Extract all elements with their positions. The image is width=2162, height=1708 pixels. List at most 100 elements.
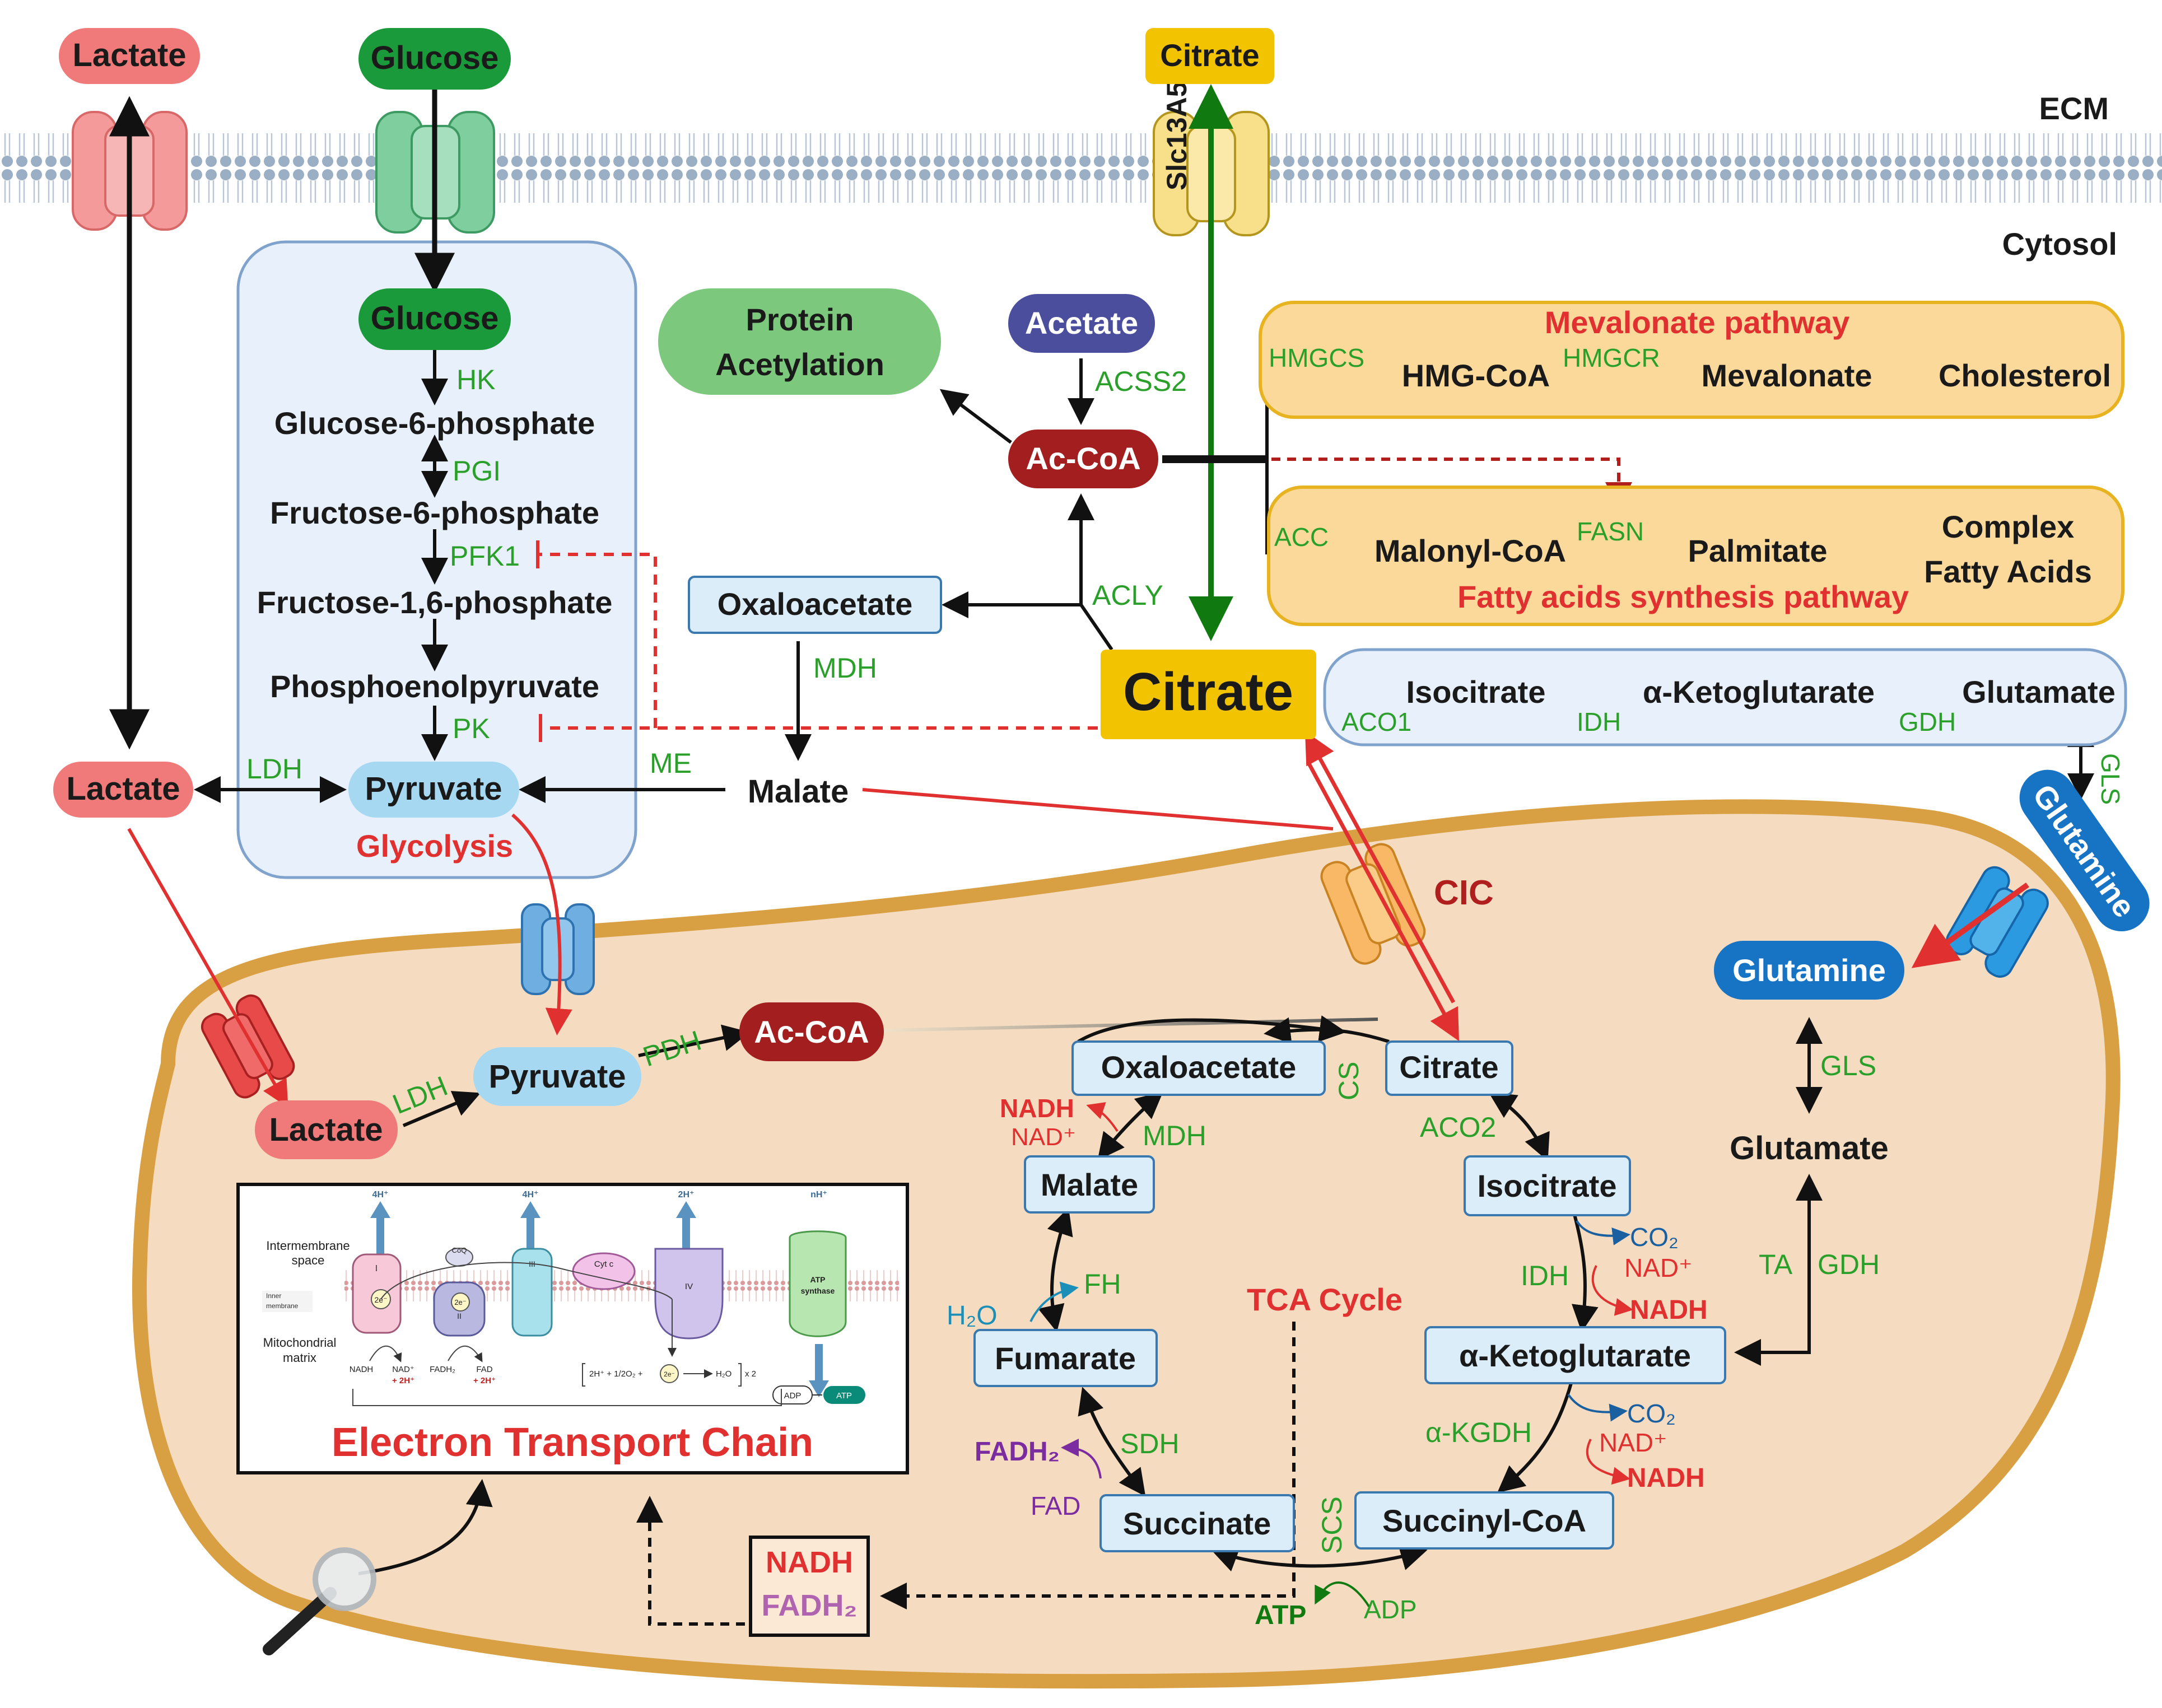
mevalonate-pathway-box: Mevalonate pathway [1259,301,2124,419]
svg-text:Pyruvate: Pyruvate [365,771,502,807]
glutamate-mito-label: Glutamate [1730,1130,1889,1166]
cic-label: CIC [1434,874,1494,912]
svg-text:Succinyl-CoA: Succinyl-CoA [1382,1503,1586,1538]
pyruvate-cytosol-node: Pyruvate [348,762,519,818]
svg-text:FADH₂: FADH₂ [762,1589,858,1622]
slc13a5-label: Slc13A5 [1161,81,1192,190]
pyruvate-mito-node: Pyruvate [473,1047,641,1106]
protein-acetylation-node: Protein Acetylation [658,288,941,395]
svg-text:Acetylation: Acetylation [715,347,884,382]
atp-label: ATP [1255,1600,1306,1630]
mito-lactate-transporter [201,994,295,1099]
nad-2-label: NAD⁺ [1599,1428,1667,1457]
malonylcoa-label: Malonyl-CoA [1374,533,1566,568]
sdh-label: SDH [1120,1428,1180,1459]
svg-text:Ac-CoA: Ac-CoA [1026,441,1140,476]
succinylcoa-node: Succinyl-CoA [1354,1491,1614,1550]
idh-mito-label: IDH [1521,1260,1569,1291]
mpc-transporter [521,903,595,995]
svg-text:H₂O: H₂O [716,1369,731,1379]
svg-text:2H⁺ + 1/2O₂ +: 2H⁺ + 1/2O₂ + [589,1369,643,1379]
complex-fa-label-1: Complex [1942,509,2075,544]
svg-text:Intermembrane: Intermembrane [266,1239,350,1253]
svg-text:2H⁺: 2H⁺ [678,1190,695,1200]
svg-text:Oxaloacetate: Oxaloacetate [717,586,913,622]
mdh-cytosol-label: MDH [813,652,877,684]
svg-text:ADP: ADP [784,1391,802,1401]
nadh-fadh2-box: NADH FADH₂ [749,1536,870,1637]
ecm-label: ECM [2039,91,2109,126]
glutamate-cytosol-label: Glutamate [1962,674,2116,710]
svg-text:4H⁺: 4H⁺ [523,1190,539,1200]
svg-text:Protein: Protein [746,302,854,337]
svg-text:NADH: NADH [350,1365,374,1374]
tca-cycle-label: TCA Cycle [1247,1282,1402,1317]
svg-text:FAD: FAD [476,1365,492,1374]
isocitrate-cytosol-label: Isocitrate [1406,674,1546,710]
hmgcr-label: HMGCR [1563,343,1660,372]
svg-text:Lactate: Lactate [66,771,180,807]
fatty-acid-pathway-box: Fatty acids synthesis pathway [1267,486,2124,626]
malate-cytosol-label: Malate [748,773,849,810]
nadh-1-label: NADH [1630,1295,1708,1325]
cytosolic-isocitrate-box [1323,648,2127,746]
succinate-node: Succinate [1099,1494,1295,1552]
svg-text:Pyruvate: Pyruvate [488,1058,626,1095]
svg-text:FADH₂: FADH₂ [430,1365,455,1374]
gdh-cytosol-label: GDH [1899,707,1956,736]
co2-1-label: CO₂ [1630,1222,1679,1252]
glucose-ecm-node: Glucose [358,28,511,90]
svg-text:Malate: Malate [1041,1167,1138,1202]
isocitrate-mito-node: Isocitrate [1464,1155,1631,1216]
nadh-mdh-label: NADH [1000,1094,1074,1123]
svg-text:Glucose: Glucose [371,40,499,76]
svg-text:Succinate: Succinate [1123,1506,1271,1541]
pgi-label: PGI [453,455,501,487]
svg-text:Glutamine: Glutamine [1732,953,1886,988]
svg-text:CoQ: CoQ [452,1246,467,1254]
ta-label: TA [1759,1249,1793,1280]
glucose-cytosol-node: Glucose [358,288,511,350]
acetate-node: Acetate [1008,294,1155,353]
svg-text:IV: IV [685,1282,693,1291]
svg-text:x 2: x 2 [745,1369,756,1379]
pfk1-label: PFK1 [450,540,520,572]
acss2-label: ACSS2 [1095,366,1187,397]
ldh-cytosol-label: LDH [246,753,302,785]
svg-text:Citrate: Citrate [1399,1049,1498,1085]
svg-text:Fumarate: Fumarate [995,1341,1136,1376]
svg-text:Inner: Inner [266,1292,281,1300]
svg-text:matrix: matrix [283,1351,316,1365]
gls-mito-label: GLS [1820,1050,1876,1081]
cs-label: CS [1333,1062,1364,1100]
gdh-mito-label: GDH [1818,1249,1880,1280]
svg-text:membrane: membrane [266,1302,299,1310]
glycolysis-label: Glycolysis [356,828,513,864]
fumarate-node: Fumarate [973,1329,1158,1387]
idh-cytosol-label: IDH [1577,707,1621,736]
lactate-mito-node: Lactate [255,1100,398,1159]
svg-text:Lactate: Lactate [72,37,186,73]
mdh-mito-label: MDH [1143,1120,1206,1151]
svg-text:NADH: NADH [766,1546,853,1579]
akg-mito-node: α-Ketoglutarate [1424,1326,1726,1384]
citrate-ecm-node: Citrate [1145,28,1274,84]
svg-text:+ 2H⁺: + 2H⁺ [473,1376,496,1385]
nad-mdh-label: NAD⁺ [1011,1123,1076,1151]
g6p-label: Glucose-6-phosphate [274,405,595,441]
magnifier-icon [263,1547,376,1655]
svg-text:+ 2H⁺: + 2H⁺ [392,1376,414,1385]
palmitate-label: Palmitate [1688,533,1828,568]
svg-text:II: II [457,1312,462,1320]
acc-label: ACC [1274,522,1329,552]
fadh2-sdh-label: FADH₂ [975,1437,1060,1467]
me-label: ME [650,748,692,779]
svg-text:Mitochondrial: Mitochondrial [263,1336,337,1350]
acly-label: ACLY [1092,580,1163,611]
fasn-label: FASN [1577,517,1644,546]
dashed-regulation [536,458,1632,1626]
akgdh-label: α-KGDH [1425,1417,1532,1448]
svg-text:Cyt c: Cyt c [594,1259,614,1269]
svg-text:ATP: ATP [810,1275,826,1284]
lactate-cytosol-node: Lactate [53,762,193,818]
